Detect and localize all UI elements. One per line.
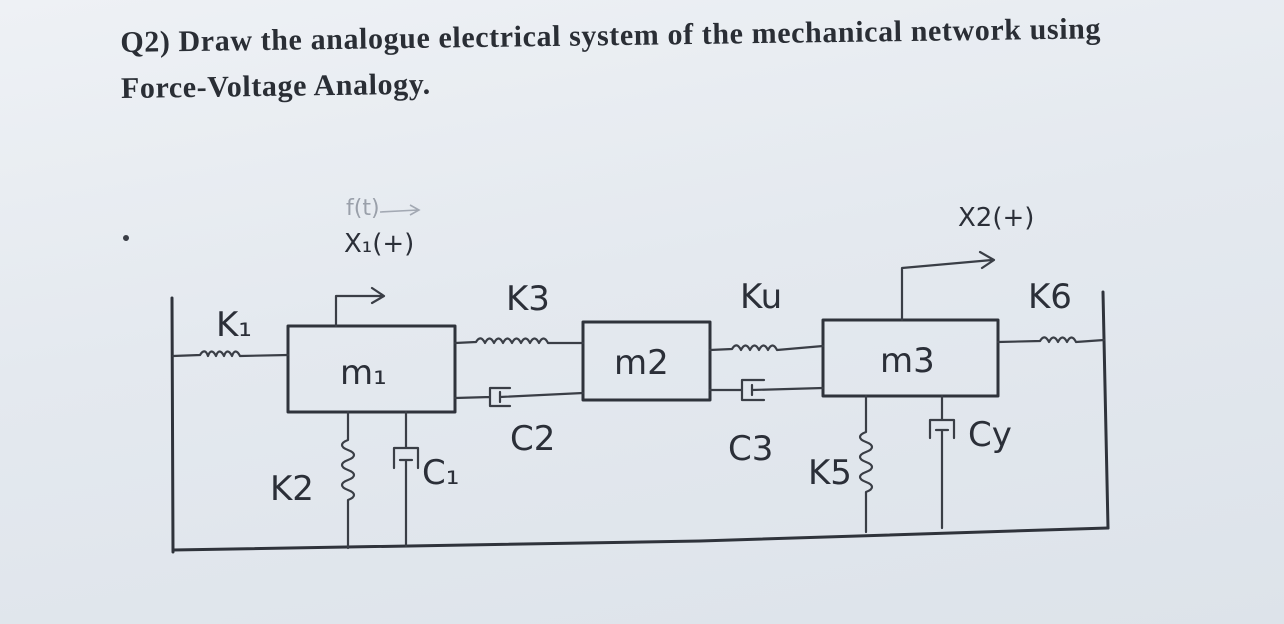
stray-dot	[123, 235, 129, 241]
label-m1: m₁	[340, 353, 387, 393]
damper-c3	[708, 378, 825, 402]
label-k6: K6	[1028, 277, 1072, 317]
force-arrow-faint	[379, 204, 421, 216]
mass-m2-box	[581, 320, 712, 402]
label-c4: Cy	[968, 415, 1012, 455]
right-wall	[1101, 290, 1110, 530]
label-k2: K2	[270, 469, 314, 509]
label-x1: X₁(+)	[344, 229, 414, 259]
label-m3: m3	[880, 341, 935, 381]
mass-m1-box	[286, 324, 457, 414]
spring-k4	[708, 344, 825, 352]
arrow-x1	[334, 286, 386, 328]
label-k4: Ku	[740, 277, 782, 317]
label-k5: K5	[808, 453, 852, 493]
spring-k3	[453, 337, 585, 345]
mass-m3-box	[821, 318, 1000, 398]
ground-line	[171, 526, 1110, 552]
label-m2: m2	[614, 343, 669, 383]
spring-k6	[996, 336, 1106, 344]
spring-k1	[171, 350, 290, 358]
label-c3: C3	[728, 429, 773, 469]
label-k1: K₁	[216, 305, 252, 345]
left-wall	[170, 296, 175, 554]
label-c2: C2	[510, 419, 555, 459]
label-k3: K3	[506, 279, 550, 319]
damper-c4	[928, 394, 956, 530]
spring-k2	[340, 410, 356, 550]
label-c1: C₁	[422, 453, 459, 493]
label-force-faint: f(t)	[346, 196, 380, 221]
arrow-x2	[900, 250, 996, 322]
damper-c1	[392, 410, 420, 548]
label-x2: X2(+)	[958, 203, 1034, 233]
damper-c2	[453, 386, 585, 408]
spring-k5	[858, 394, 874, 534]
